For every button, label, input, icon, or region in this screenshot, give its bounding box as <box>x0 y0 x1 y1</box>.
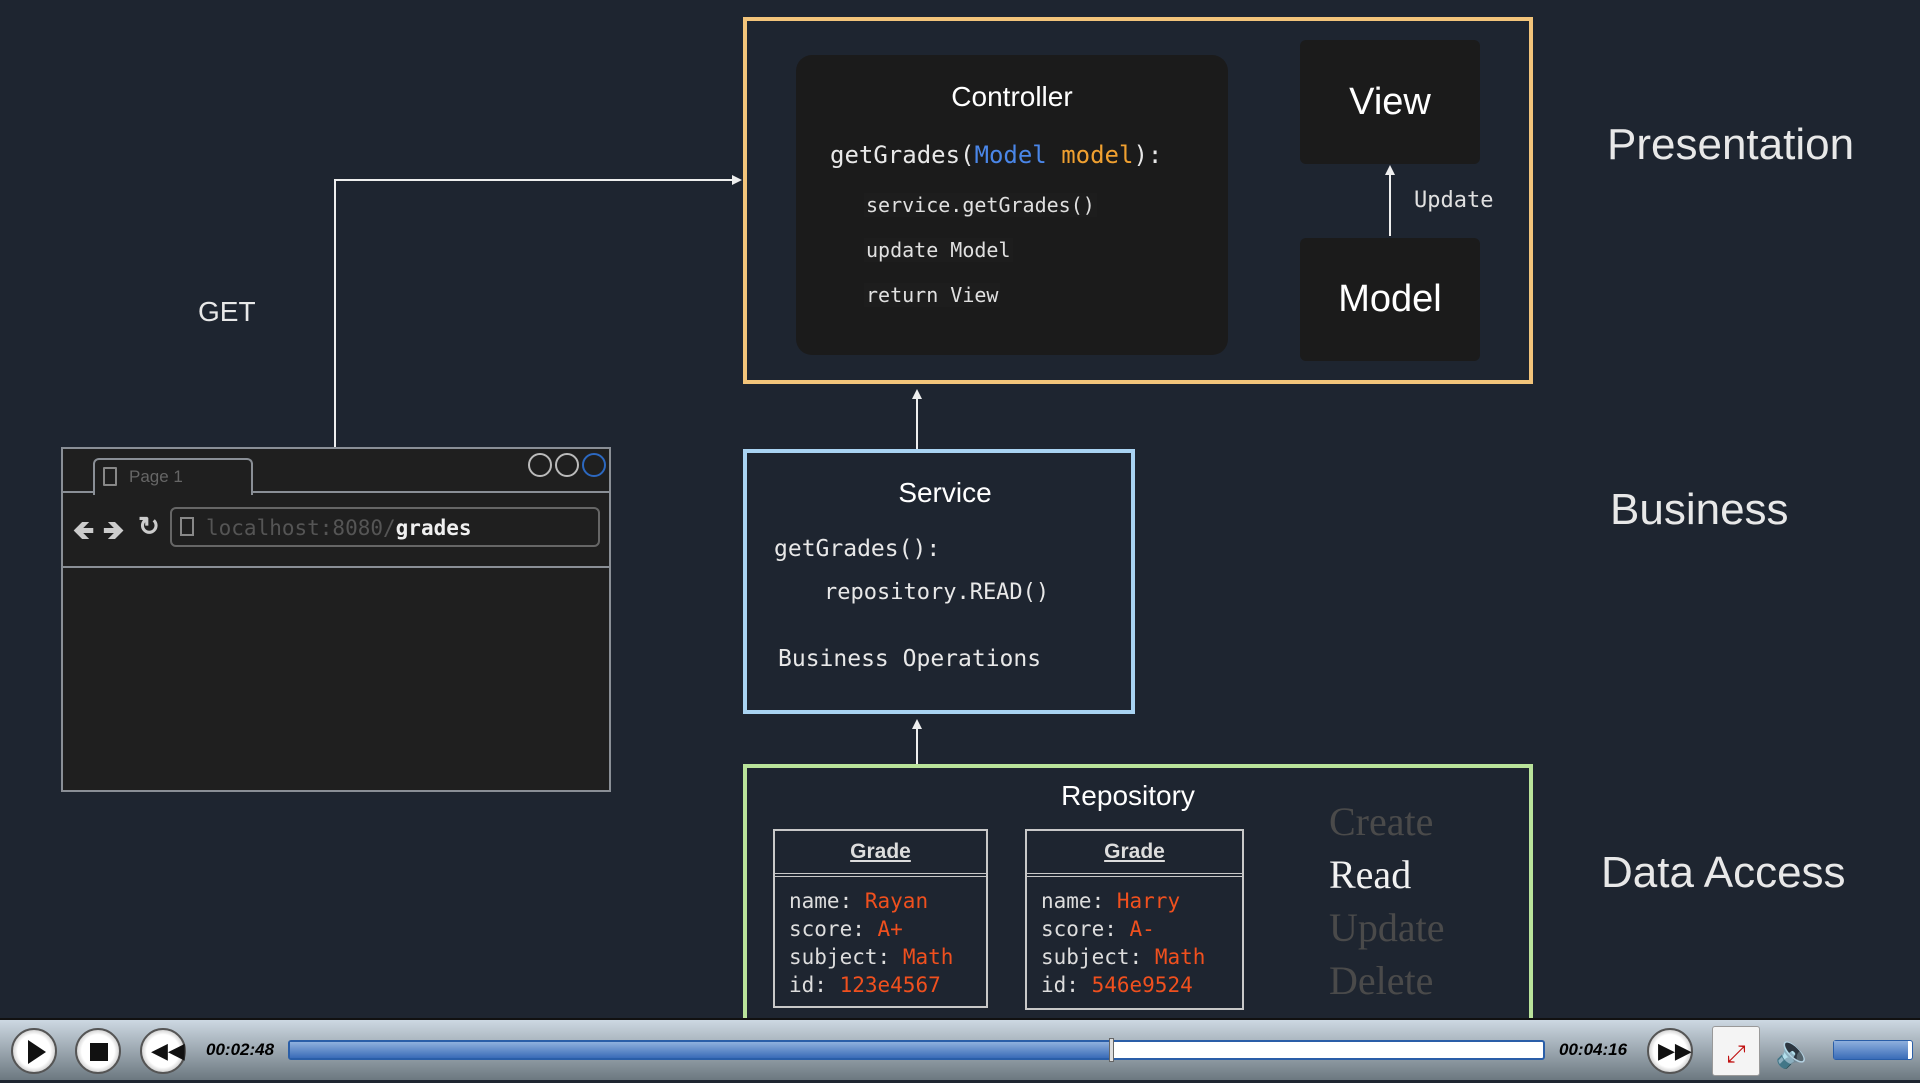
connectors <box>334 165 1395 764</box>
field-label: score: <box>789 917 865 941</box>
business-operations: Business Operations <box>778 646 1042 672</box>
total-time: 00:04:16 <box>1559 1040 1628 1059</box>
rewind-button[interactable]: ◀◀ <box>140 1028 186 1074</box>
controller-box: Controller getGrades(Model model): servi… <box>796 55 1228 355</box>
controller-signature: getGrades(Model model): <box>830 141 1162 169</box>
grade-header: Grade <box>775 831 986 877</box>
browser-tabbar <box>63 449 609 493</box>
presentation-layer-box <box>743 17 1533 384</box>
presentation-layer-label: Presentation <box>1607 120 1855 169</box>
volume-slider[interactable] <box>1833 1040 1913 1060</box>
reload-icon[interactable]: ↻ <box>138 511 160 541</box>
media-player-controls: ◀◀ 00:02:48 00:04:16 ▶▶ ⤢ 🔈 <box>0 1018 1920 1080</box>
fn-name: getGrades( <box>830 141 975 169</box>
window-button-icon[interactable] <box>582 453 606 477</box>
url-path: grades <box>395 516 472 540</box>
fullscreen-button[interactable]: ⤢ <box>1712 1026 1760 1076</box>
data-access-layer-label: Data Access <box>1601 848 1846 897</box>
grade-id: 546e9524 <box>1091 973 1193 997</box>
service-title: Service <box>898 477 992 508</box>
page-icon <box>180 517 194 536</box>
elapsed-time: 00:02:48 <box>206 1040 275 1059</box>
seek-progress <box>290 1042 1111 1058</box>
play-button[interactable] <box>11 1028 57 1074</box>
repository-title: Repository <box>1061 780 1195 811</box>
grade-card: Grade name: Harry score: A- subject: Mat… <box>1025 829 1244 1010</box>
speaker-icon: 🔈 <box>1775 1033 1815 1069</box>
window-button-icon[interactable] <box>528 453 552 477</box>
field-label: name: <box>789 889 853 913</box>
arrowhead <box>1385 165 1395 175</box>
get-arrowhead <box>732 175 742 185</box>
service-box: Service getGrades(): repository.READ() B… <box>743 449 1135 714</box>
tab-label: Page 1 <box>129 467 183 486</box>
rewind-icon: ◀◀ <box>151 1038 185 1063</box>
field-label: name: <box>1041 889 1105 913</box>
grade-id: 123e4567 <box>839 973 941 997</box>
field-label: subject: <box>789 945 891 969</box>
window-button-icon[interactable] <box>555 453 579 477</box>
volume-button[interactable]: 🔈 <box>1775 1032 1815 1070</box>
browser-tab[interactable]: Page 1 <box>93 458 253 495</box>
volume-level <box>1834 1041 1909 1059</box>
stop-button[interactable] <box>75 1028 121 1074</box>
crud-read: Read <box>1329 852 1412 897</box>
arrowhead <box>912 389 922 399</box>
address-bar[interactable]: localhost:8080/grades <box>170 507 600 547</box>
service-call: repository.READ() <box>824 580 1050 605</box>
forward-icon[interactable]: 🡺 <box>103 515 125 545</box>
fullscreen-icon: ⤢ <box>1726 1041 1746 1068</box>
code-line: return View <box>864 283 1001 307</box>
grade-score: A- <box>1129 917 1155 941</box>
field-label: id: <box>1041 973 1079 997</box>
business-layer-label: Business <box>1610 485 1789 534</box>
view-box: View <box>1300 40 1480 164</box>
arrowhead <box>912 719 922 729</box>
field-label: subject: <box>1041 945 1143 969</box>
browser-window: Page 1 🡸 🡺 ↻ localhost:8080/grades <box>61 447 611 792</box>
crud-update: Update <box>1329 905 1445 950</box>
param-name: model <box>1061 141 1134 169</box>
stop-icon <box>90 1043 108 1061</box>
field-label: score: <box>1041 917 1117 941</box>
param-type: Model <box>974 141 1047 169</box>
fn-end: ): <box>1133 141 1163 169</box>
seek-handle[interactable] <box>1108 1038 1114 1062</box>
grade-subject: Math <box>902 945 954 969</box>
back-icon[interactable]: 🡸 <box>73 515 95 545</box>
service-fn: getGrades(): <box>774 536 941 562</box>
grade-card: Grade name: Rayan score: A+ subject: Mat… <box>773 829 988 1008</box>
grade-header: Grade <box>1027 831 1242 877</box>
update-label: Update <box>1414 188 1494 213</box>
play-icon <box>28 1040 46 1064</box>
field-label: id: <box>789 973 827 997</box>
code-line: update Model <box>864 238 1013 262</box>
url-host: localhost:8080/ <box>206 516 396 540</box>
grade-subject: Math <box>1154 945 1206 969</box>
get-arrow-line <box>334 179 735 447</box>
toolbar-divider <box>63 566 609 568</box>
code-line: service.getGrades() <box>864 193 1097 217</box>
grade-name: Rayan <box>864 889 929 913</box>
grade-score: A+ <box>877 917 903 941</box>
grade-name: Harry <box>1116 889 1181 913</box>
get-label: GET <box>198 296 256 327</box>
crud-create: Create <box>1329 799 1434 844</box>
seek-bar[interactable] <box>288 1038 1545 1062</box>
crud-delete: Delete <box>1329 958 1434 1003</box>
model-box: Model <box>1300 238 1480 361</box>
fast-forward-icon: ▶▶ <box>1658 1038 1692 1063</box>
page-icon <box>103 467 117 486</box>
fast-forward-button[interactable]: ▶▶ <box>1647 1028 1693 1074</box>
controller-title: Controller <box>951 81 1073 112</box>
